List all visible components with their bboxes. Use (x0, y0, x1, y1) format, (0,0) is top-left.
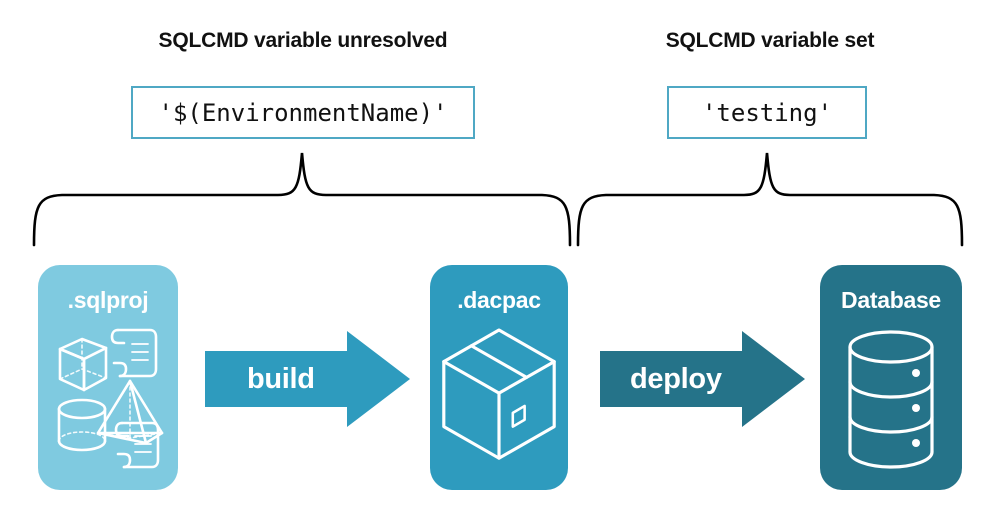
arrow-deploy-label: deploy (630, 362, 722, 395)
cube-icon (58, 337, 108, 392)
database-artwork (848, 330, 934, 469)
scroll-icon (110, 328, 158, 378)
brace-left (32, 152, 572, 247)
code-box-sqlcmd-set: 'testing' (667, 86, 867, 139)
node-dacpac-label: .dacpac (457, 287, 541, 313)
node-database-label: Database (841, 287, 941, 313)
node-dacpac: .dacpac (430, 265, 568, 490)
arrow-deploy: deploy (600, 331, 805, 427)
brace-right (576, 152, 964, 247)
pyramid-icon (96, 379, 164, 445)
annotation-heading-left: SQLCMD variable unresolved (158, 29, 448, 52)
package-box-icon (442, 328, 556, 460)
scroll-icon (114, 421, 160, 469)
code-value-unresolved: '$(EnvironmentName)' (158, 98, 448, 127)
arrow-build: build (205, 331, 410, 427)
database-cylinder-icon (848, 330, 934, 469)
node-database: Database (820, 265, 962, 490)
node-sqlproj: .sqlproj (38, 265, 178, 490)
arrow-build-label: build (246, 362, 315, 395)
dacpac-artwork (442, 328, 556, 460)
code-box-sqlcmd-unresolved: '$(EnvironmentName)' (131, 86, 475, 139)
annotation-heading-right: SQLCMD variable set (665, 29, 875, 52)
node-sqlproj-label: .sqlproj (67, 287, 149, 313)
arrow-deploy-shape (600, 331, 805, 427)
code-value-set: 'testing' (701, 98, 833, 127)
sqlproj-artwork (57, 328, 164, 469)
cylinder-icon (57, 398, 107, 452)
arrow-build-shape (205, 331, 410, 427)
